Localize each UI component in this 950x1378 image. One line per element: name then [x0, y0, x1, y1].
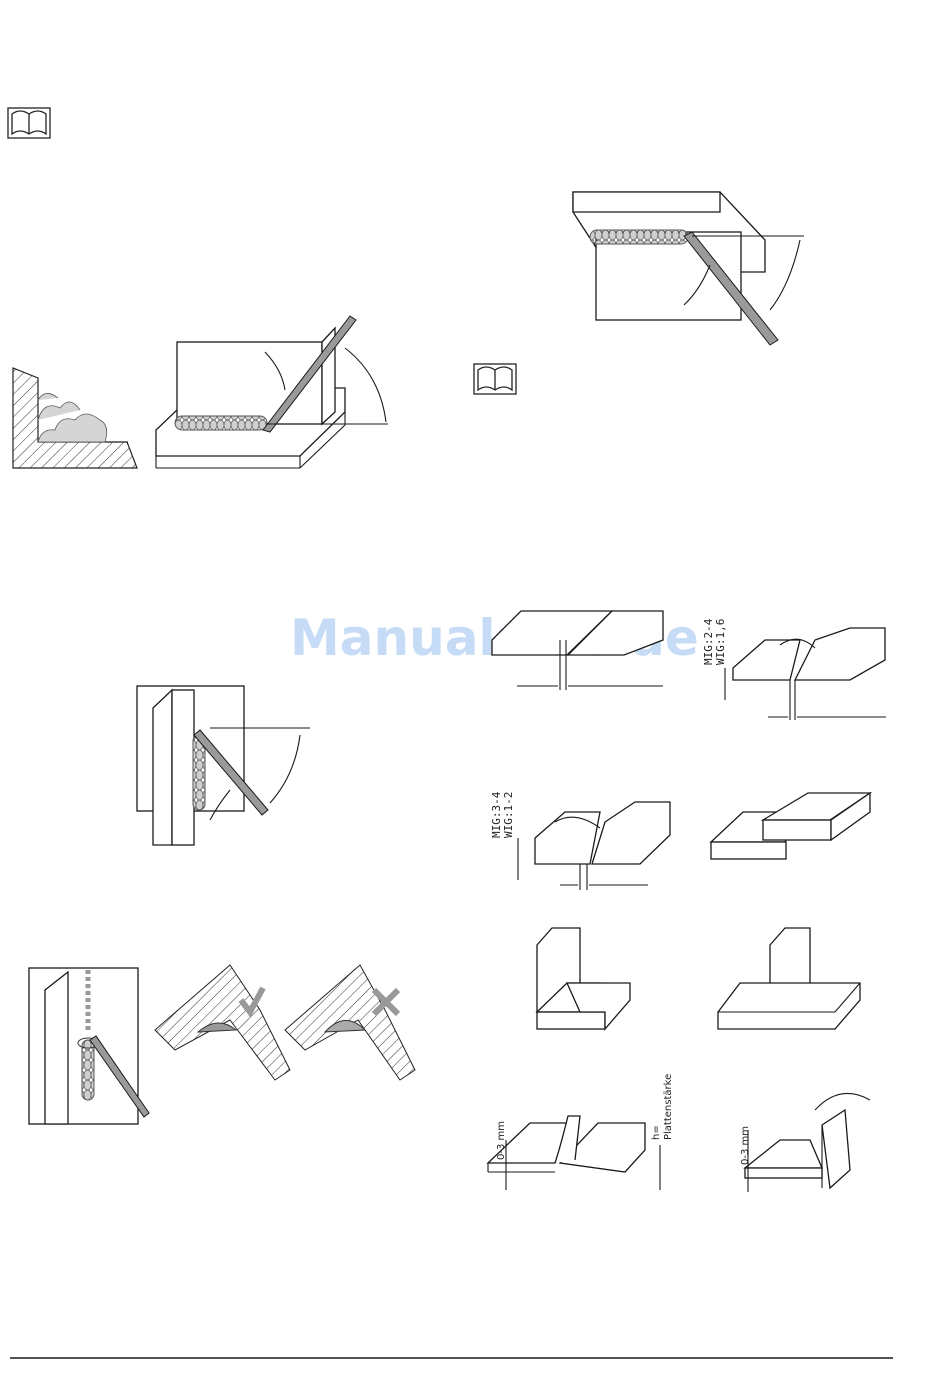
- overhead-weld-figure: [573, 192, 804, 345]
- manual-book-icon: [8, 108, 50, 138]
- horizontal-fillet-weld-figure: [156, 316, 388, 468]
- t-joint-figure: [718, 928, 860, 1029]
- butt-joint-figure: [492, 611, 663, 690]
- h-label: h=: [651, 1125, 662, 1140]
- vertical-weld-figure: [137, 686, 310, 845]
- gap-label-1: 0-3 mm: [496, 1121, 507, 1160]
- weave-technique-figure: [29, 965, 415, 1124]
- lap-joint-figure: [711, 793, 870, 859]
- gap-label-2: 0-3 mm: [740, 1126, 751, 1165]
- v-butt-joint-figure: MIG:2-4 WIG:1,6: [702, 618, 886, 720]
- wig-label-1: WIG:1,6: [714, 619, 727, 665]
- corner-joint-figure: [537, 928, 630, 1029]
- manual-book-icon: [474, 364, 516, 394]
- plate-thickness-label: Plattenstärke: [663, 1074, 674, 1140]
- flanged-corner-joint-figure: 0-3 mm: [740, 1093, 870, 1192]
- x-butt-joint-figure: MIG:3-4 WIG:1-2: [490, 791, 670, 890]
- wig-label-2: WIG:1-2: [502, 792, 515, 838]
- layered-weld-beads-figure: [13, 368, 137, 468]
- flanged-butt-joint-figure: 0-3 mm h= Plattenstärke: [488, 1074, 674, 1190]
